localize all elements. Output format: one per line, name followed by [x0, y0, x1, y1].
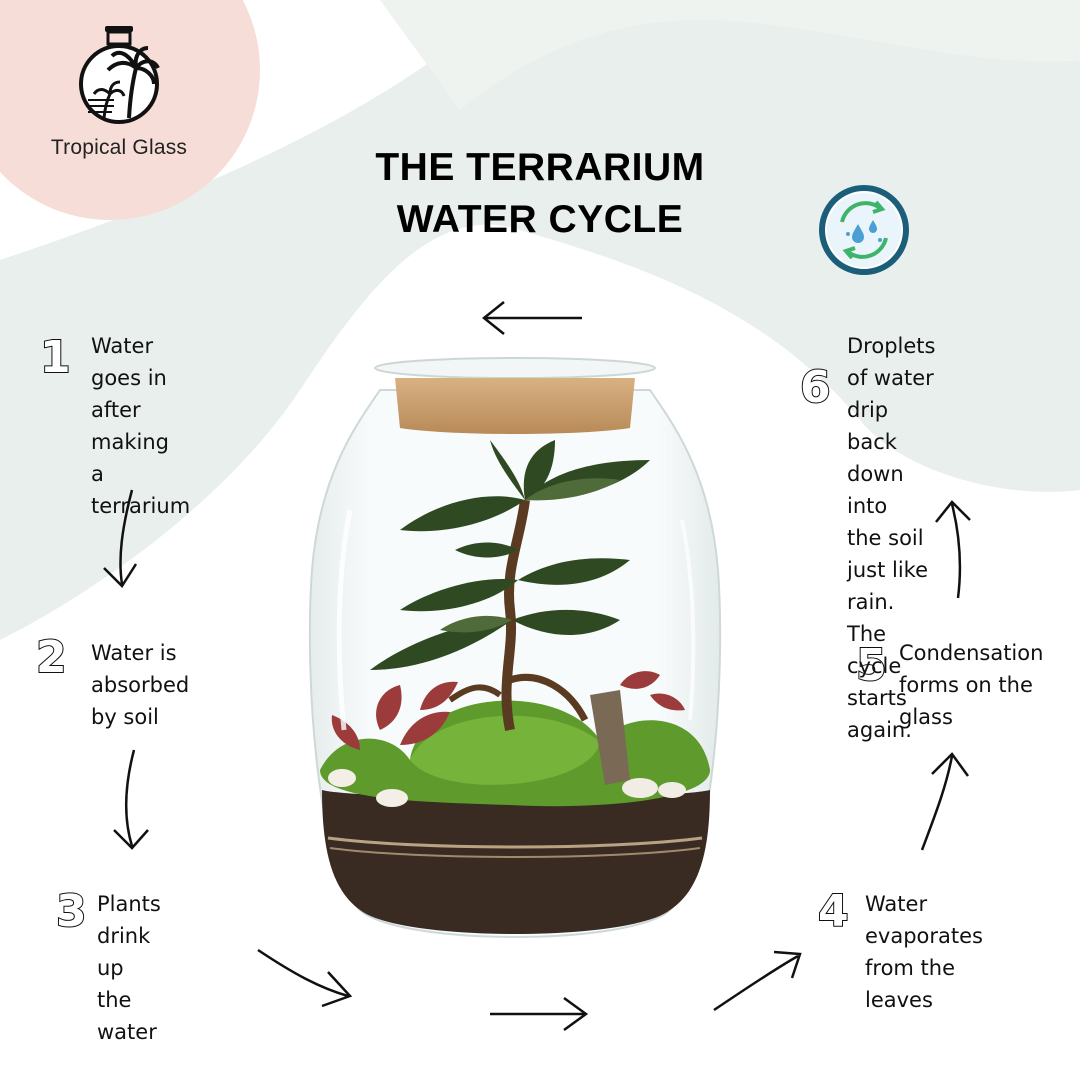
step-3-line-1: Plants drink	[97, 892, 161, 948]
step-text-5: Condensation forms on the glass	[899, 637, 1043, 733]
step-2-line-3: by soil	[91, 705, 159, 729]
mint-background-shape	[0, 0, 1080, 640]
step-5-line-2: forms on the	[899, 673, 1033, 697]
step-6-line-2: drip back down into	[847, 398, 904, 518]
step-text-3: Plants drink up the water	[97, 888, 161, 1048]
step-2-line-1: Water is	[91, 641, 177, 665]
arrow-left-top	[481, 301, 582, 335]
step-6-line-4: rain. The cycle	[847, 590, 902, 678]
step-5-line-1: Condensation	[899, 641, 1044, 665]
arrow-bottom-right	[490, 996, 589, 1032]
brand-logo: Tropical Glass	[14, 22, 224, 160]
palm-bottle-logo-icon	[79, 26, 160, 124]
step-text-2: Water is absorbed by soil	[91, 637, 189, 733]
step-3-line-2: up the water	[97, 956, 157, 1044]
step-number-3: 3	[55, 886, 88, 937]
arrow-step4-to-step5	[920, 752, 970, 851]
step-number-1: 1	[39, 332, 72, 383]
arrow-bottom-to-step4	[713, 950, 802, 1012]
arrow-step3-to-bottom	[257, 948, 353, 1008]
step-number-4: 4	[817, 886, 850, 937]
step-number-5: 5	[855, 640, 888, 691]
soil-layer	[322, 790, 710, 934]
page-title: THE TERRARIUM WATER CYCLE	[240, 142, 840, 246]
title-line-1: THE TERRARIUM	[375, 146, 705, 189]
step-6-line-5: starts again.	[847, 686, 912, 742]
arrow-step5-to-step6	[935, 500, 971, 599]
cork-lid	[395, 378, 635, 434]
title-line-2: WATER CYCLE	[396, 198, 684, 241]
water-recycle-icon	[819, 185, 909, 275]
arrow-step2-to-step3	[113, 749, 149, 850]
step-text-1: Water goes in after making a terrarium	[91, 330, 190, 522]
step-number-6: 6	[799, 362, 832, 413]
step-text-6: Droplets of water drip back down into th…	[847, 330, 935, 746]
terrarium-jar-illustration	[308, 357, 722, 938]
step-1-line-3: a terrarium	[91, 462, 191, 518]
step-1-line-1: Water goes in	[91, 334, 167, 390]
step-1-line-2: after making	[91, 398, 169, 454]
step-text-4: Water evaporates from the leaves	[865, 888, 983, 1016]
step-2-line-2: absorbed	[91, 673, 190, 697]
brand-name: Tropical Glass	[50, 136, 188, 159]
step-6-line-3: the soil just like	[847, 526, 928, 582]
step-6-line-1: Droplets of water	[847, 334, 936, 390]
step-5-line-3: glass	[899, 705, 953, 729]
mint-top-band	[380, 0, 1080, 110]
step-number-2: 2	[35, 632, 68, 683]
step-4-line-2: from the leaves	[865, 956, 956, 1012]
step-4-line-1: Water evaporates	[865, 892, 983, 948]
arrow-step1-to-step2	[103, 489, 138, 588]
